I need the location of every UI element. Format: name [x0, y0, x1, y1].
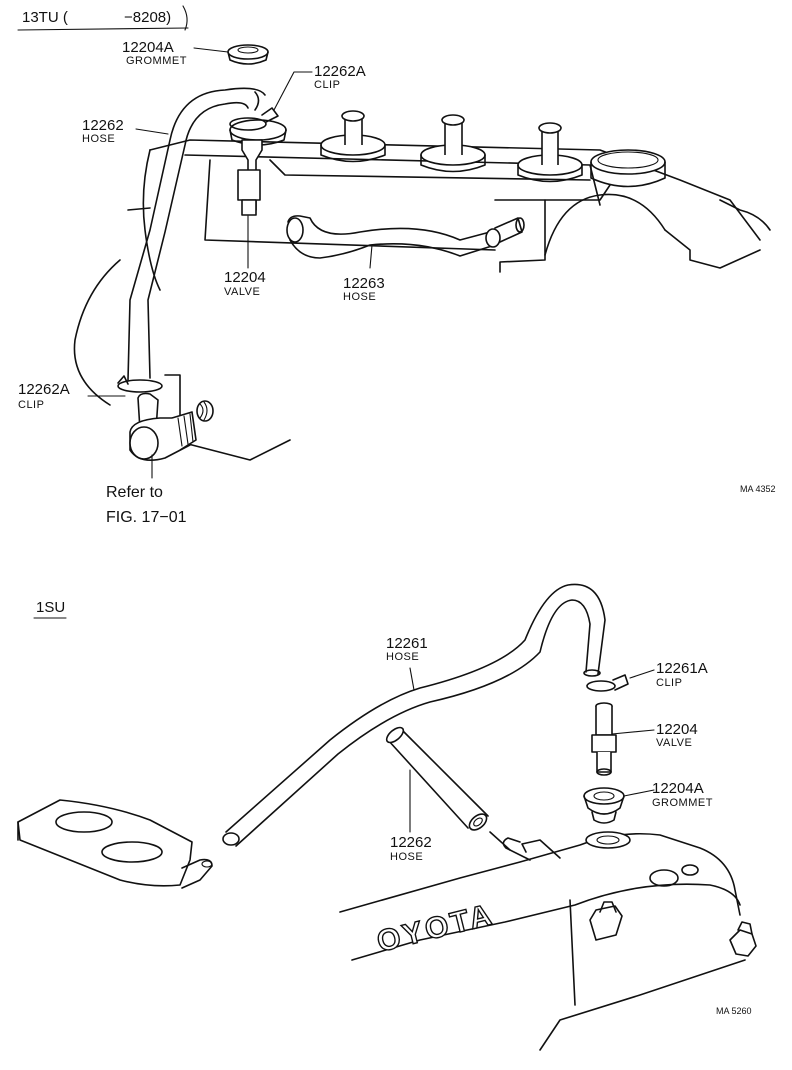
callout-bottom-12261-name: HOSE	[386, 651, 419, 663]
callout-bottom-12204: 12204 VALVE	[656, 721, 698, 749]
refer-to-line2: FIG. 17−01	[106, 509, 187, 526]
top-section: 13TU ( −8208)	[17, 5, 776, 526]
callout-top-12262a-upper-name: CLIP	[314, 79, 340, 91]
callout-top-12263-part: 12263	[343, 275, 385, 292]
callout-bottom-12262-part: 12262	[390, 834, 432, 851]
callout-top-12262a-lower-name: CLIP	[18, 399, 44, 411]
clip-12262a-top-lower	[117, 375, 163, 393]
figure-code-bottom: MA 5260	[716, 1006, 752, 1016]
callout-bottom-12261a: 12261A CLIP	[656, 660, 708, 689]
top-section-title-range: −8208)	[124, 9, 171, 26]
clip-12261a	[586, 674, 629, 692]
leaders-top	[87, 47, 373, 479]
callout-bottom-12261a-name: CLIP	[656, 677, 682, 689]
callout-bottom-12262-name: HOSE	[390, 851, 423, 863]
callout-top-12262-name: HOSE	[82, 133, 115, 145]
callout-top-12204a-name: GROMMET	[126, 55, 187, 67]
callout-top-12262: 12262 HOSE	[82, 117, 124, 145]
cover-emblem-text: OYOTA	[374, 898, 498, 959]
callout-bottom-12262: 12262 HOSE	[390, 834, 432, 863]
cam-towers-top	[320, 110, 666, 188]
callout-bottom-12261a-part: 12261A	[656, 660, 708, 677]
refer-to-line1: Refer to	[106, 484, 163, 501]
valve-12204-bottom	[591, 702, 617, 776]
hose-12262-top	[127, 87, 266, 381]
head-cover	[339, 831, 757, 1051]
callout-top-12204a: 12204A GROMMET	[122, 39, 187, 67]
engine-head-outline-top	[73, 139, 771, 461]
hose-12263-top	[286, 215, 525, 259]
grommet-12204a-top	[227, 44, 269, 65]
callout-top-12262-part: 12262	[82, 117, 124, 134]
callout-bottom-12261: 12261 HOSE	[386, 635, 428, 663]
bottom-section: 1SU	[17, 583, 757, 1051]
leaders-bottom	[409, 667, 655, 833]
grommet-12204a-bottom	[583, 787, 625, 824]
bottom-section-title: 1SU	[36, 599, 65, 616]
flange-plate	[17, 799, 213, 889]
title-underline	[17, 27, 189, 31]
callout-bottom-12204a-name: GROMMET	[652, 797, 713, 809]
callout-bottom-12204a-part: 12204A	[652, 780, 704, 797]
callout-top-12262a-upper-part: 12262A	[314, 63, 366, 80]
clip-12262a-top-upper	[229, 107, 279, 131]
callout-top-12262a-upper: 12262A CLIP	[314, 63, 366, 91]
callout-bottom-12204-part: 12204	[656, 721, 698, 738]
figure-code-top: MA 4352	[740, 484, 776, 494]
valve-12204-top	[229, 119, 287, 216]
callout-bottom-12261-part: 12261	[386, 635, 428, 652]
title-bracket	[182, 5, 188, 31]
callout-top-12262a-lower-part: 12262A	[18, 381, 70, 398]
callout-top-12204-part: 12204	[224, 269, 266, 286]
hose-12261	[222, 583, 606, 847]
callout-top-12263: 12263 HOSE	[343, 275, 385, 303]
callout-top-12204-name: VALVE	[224, 286, 260, 298]
callout-top-12204a-part: 12204A	[122, 39, 174, 56]
callout-bottom-12204a: 12204A GROMMET	[652, 780, 713, 809]
callout-top-12263-name: HOSE	[343, 291, 376, 303]
union-fitting-top	[129, 392, 214, 461]
callout-top-12204: 12204 VALVE	[224, 269, 266, 298]
callout-bottom-12204-name: VALVE	[656, 737, 692, 749]
top-section-title: 13TU (	[22, 9, 68, 26]
hose-12262-bottom	[385, 726, 489, 831]
callout-top-12262a-lower: 12262A CLIP	[18, 381, 70, 411]
